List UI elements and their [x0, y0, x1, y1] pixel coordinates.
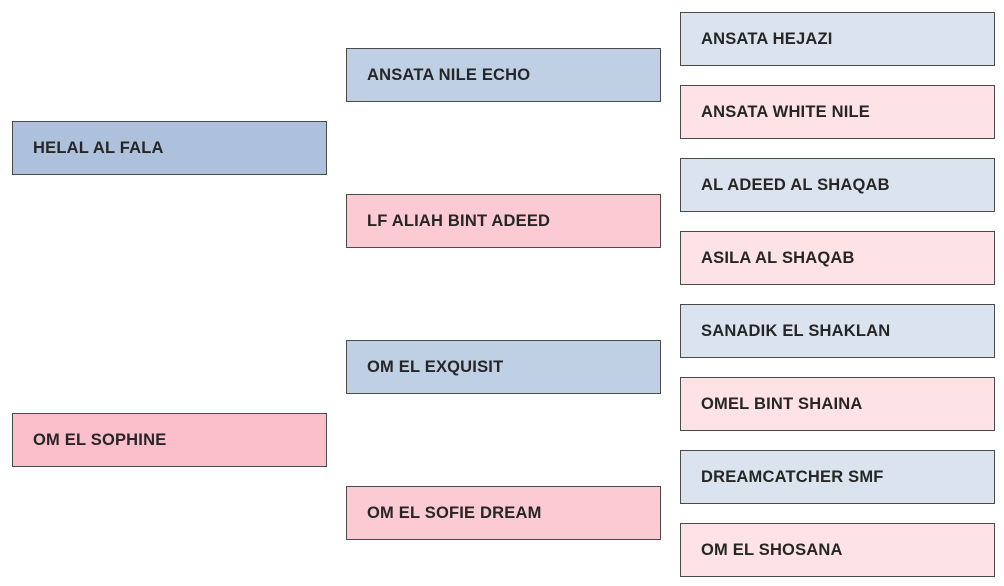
pedigree-sire-dam-name: LF ALIAH BINT ADEED — [367, 211, 551, 230]
pedigree-dam-dam-sire-name: DREAMCATCHER SMF — [701, 467, 884, 486]
pedigree-dam-dam-name: OM EL SOFIE DREAM — [367, 503, 542, 522]
pedigree-dam-sire-dam-box: OMEL BINT SHAINA — [680, 377, 995, 431]
pedigree-sire-sire-dam-name: ANSATA WHITE NILE — [701, 102, 870, 121]
pedigree-dam-box: OM EL SOPHINE — [12, 413, 327, 467]
pedigree-sire-sire-sire-name: ANSATA HEJAZI — [701, 29, 833, 48]
pedigree-dam-dam-box: OM EL SOFIE DREAM — [346, 486, 661, 540]
pedigree-dam-sire-box: OM EL EXQUISIT — [346, 340, 661, 394]
pedigree-sire-sire-dam-box: ANSATA WHITE NILE — [680, 85, 995, 139]
pedigree-sire-sire-box: ANSATA NILE ECHO — [346, 48, 661, 102]
pedigree-dam-sire-sire-box: SANADIK EL SHAKLAN — [680, 304, 995, 358]
pedigree-sire-dam-box: LF ALIAH BINT ADEED — [346, 194, 661, 248]
pedigree-sire-sire-sire-box: ANSATA HEJAZI — [680, 12, 995, 66]
pedigree-sire-name: HELAL AL FALA — [33, 138, 164, 157]
pedigree-dam-sire-sire-name: SANADIK EL SHAKLAN — [701, 321, 891, 340]
pedigree-sire-dam-dam-box: ASILA AL SHAQAB — [680, 231, 995, 285]
pedigree-dam-dam-sire-box: DREAMCATCHER SMF — [680, 450, 995, 504]
pedigree-sire-box: HELAL AL FALA — [12, 121, 327, 175]
pedigree-dam-dam-dam-box: OM EL SHOSANA — [680, 523, 995, 577]
pedigree-dam-sire-dam-name: OMEL BINT SHAINA — [701, 394, 863, 413]
pedigree-sire-sire-name: ANSATA NILE ECHO — [367, 65, 531, 84]
pedigree-dam-sire-name: OM EL EXQUISIT — [367, 357, 504, 376]
pedigree-dam-dam-dam-name: OM EL SHOSANA — [701, 540, 843, 559]
pedigree-dam-name: OM EL SOPHINE — [33, 430, 167, 449]
pedigree-sire-dam-sire-name: AL ADEED AL SHAQAB — [701, 175, 890, 194]
pedigree-sire-dam-sire-box: AL ADEED AL SHAQAB — [680, 158, 995, 212]
pedigree-sire-dam-dam-name: ASILA AL SHAQAB — [701, 248, 855, 267]
